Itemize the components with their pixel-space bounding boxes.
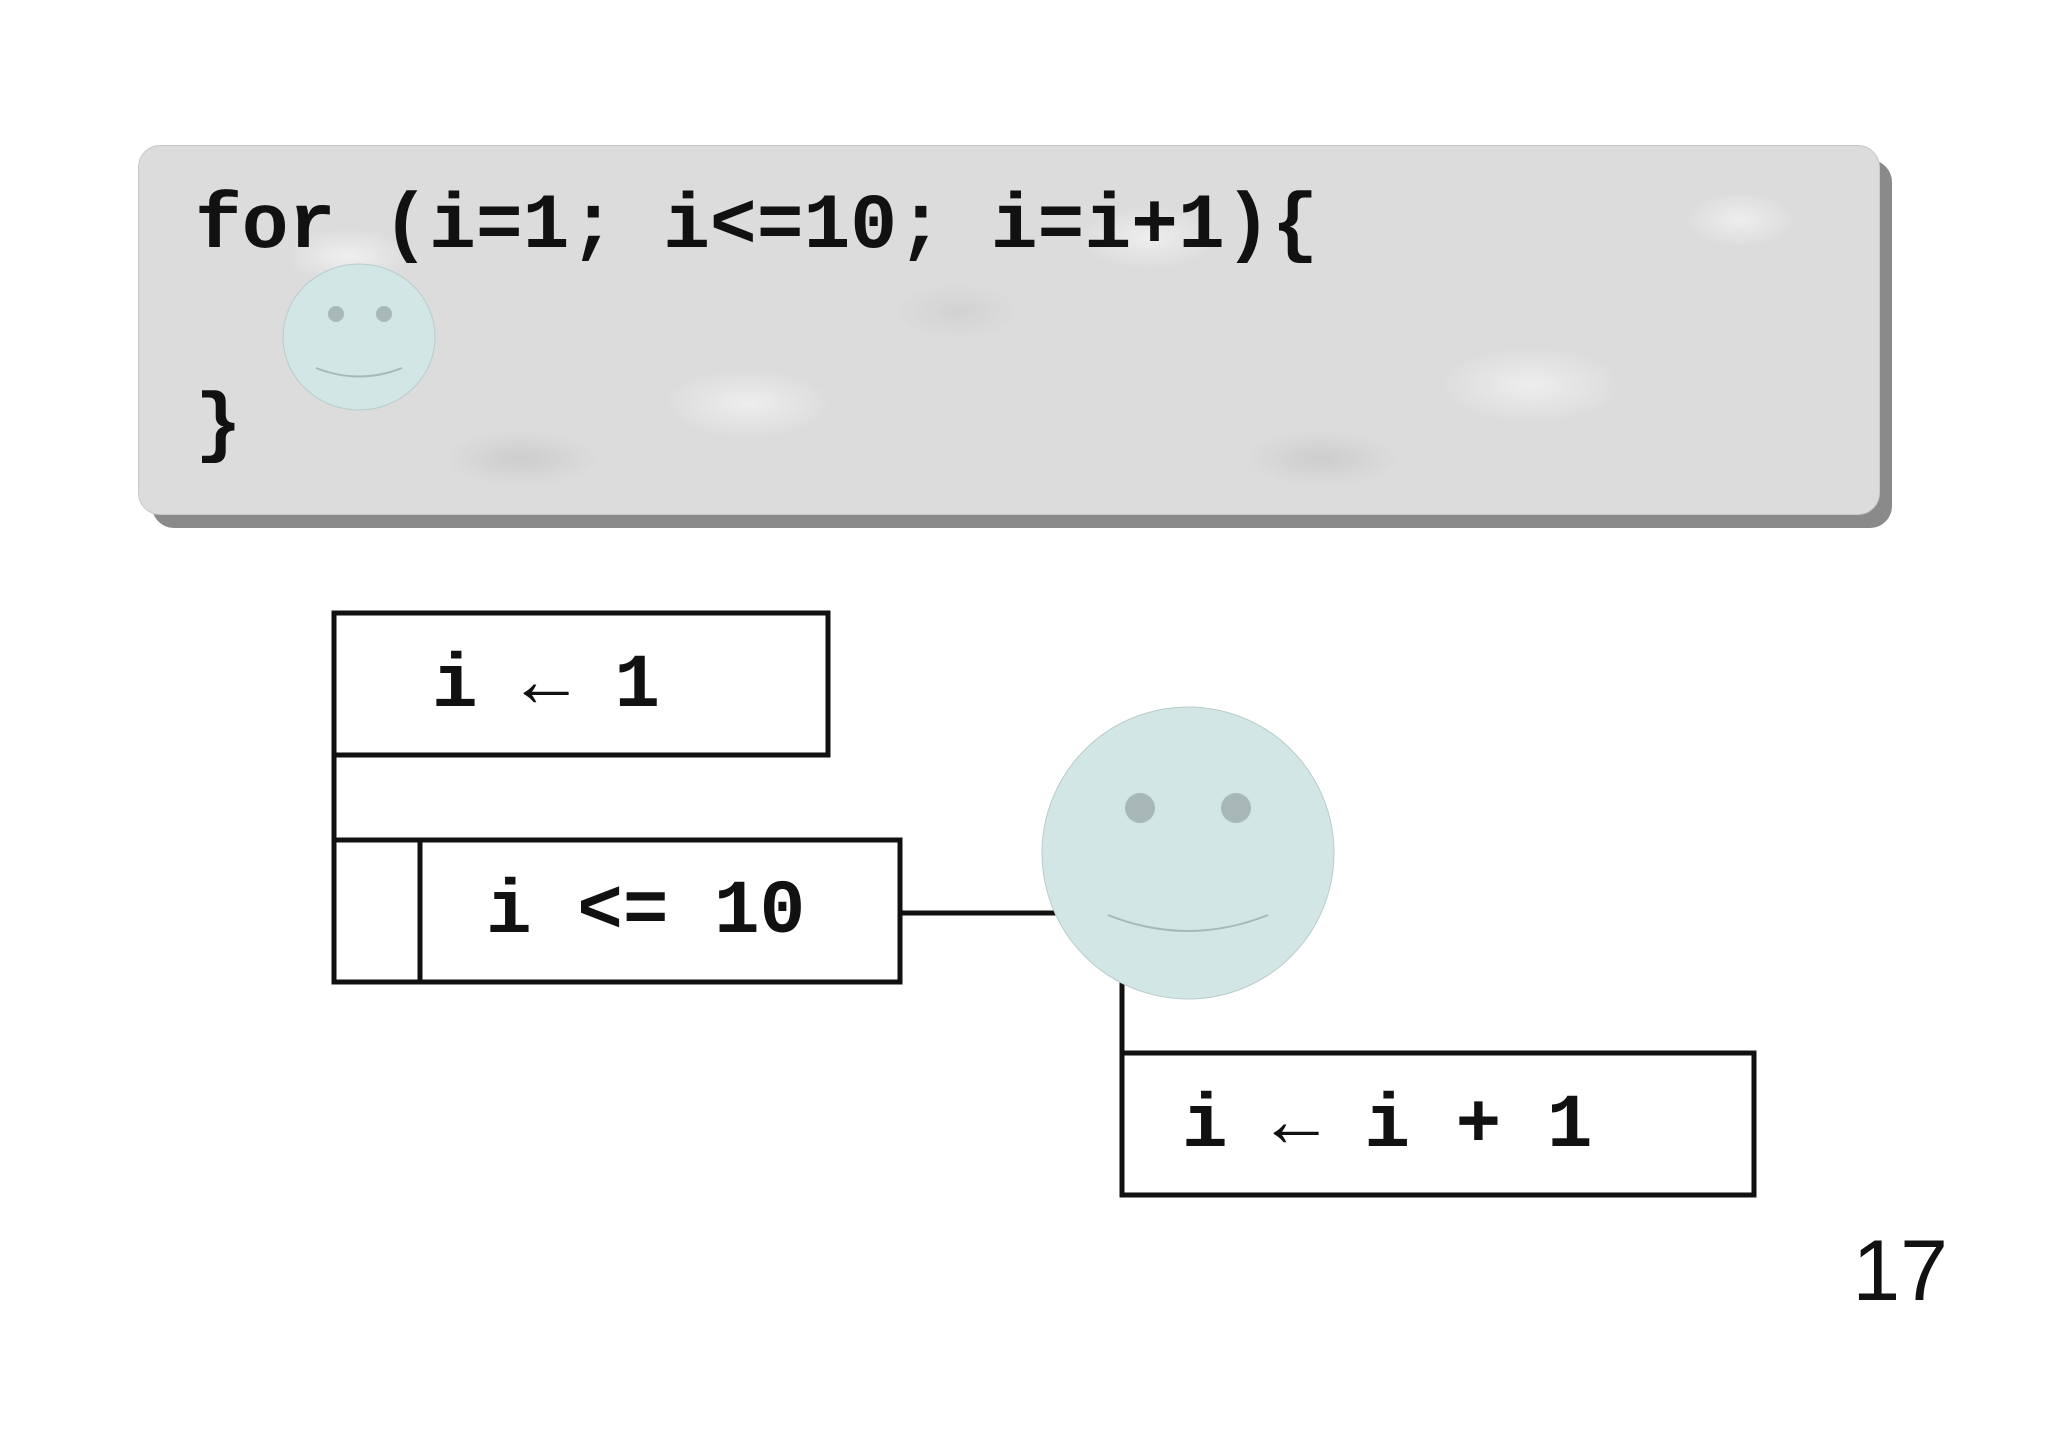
code-line-closing-brace: } xyxy=(195,383,242,471)
smiley-face-icon xyxy=(282,263,436,411)
smiley-face-icon xyxy=(1040,705,1336,1001)
update-box xyxy=(1119,1050,1757,1198)
code-panel: for (i=1; i<=10; i=i+1){ } xyxy=(138,145,1880,515)
init-box xyxy=(331,610,831,758)
page-number: 17 xyxy=(1852,1223,1948,1319)
update-label: i ← i + 1 xyxy=(1182,1083,1593,1169)
code-line-for-header: for (i=1; i<=10; i=i+1){ xyxy=(195,183,1319,271)
condition-label: i <= 10 xyxy=(486,869,806,955)
init-label: i ← 1 xyxy=(432,643,661,729)
